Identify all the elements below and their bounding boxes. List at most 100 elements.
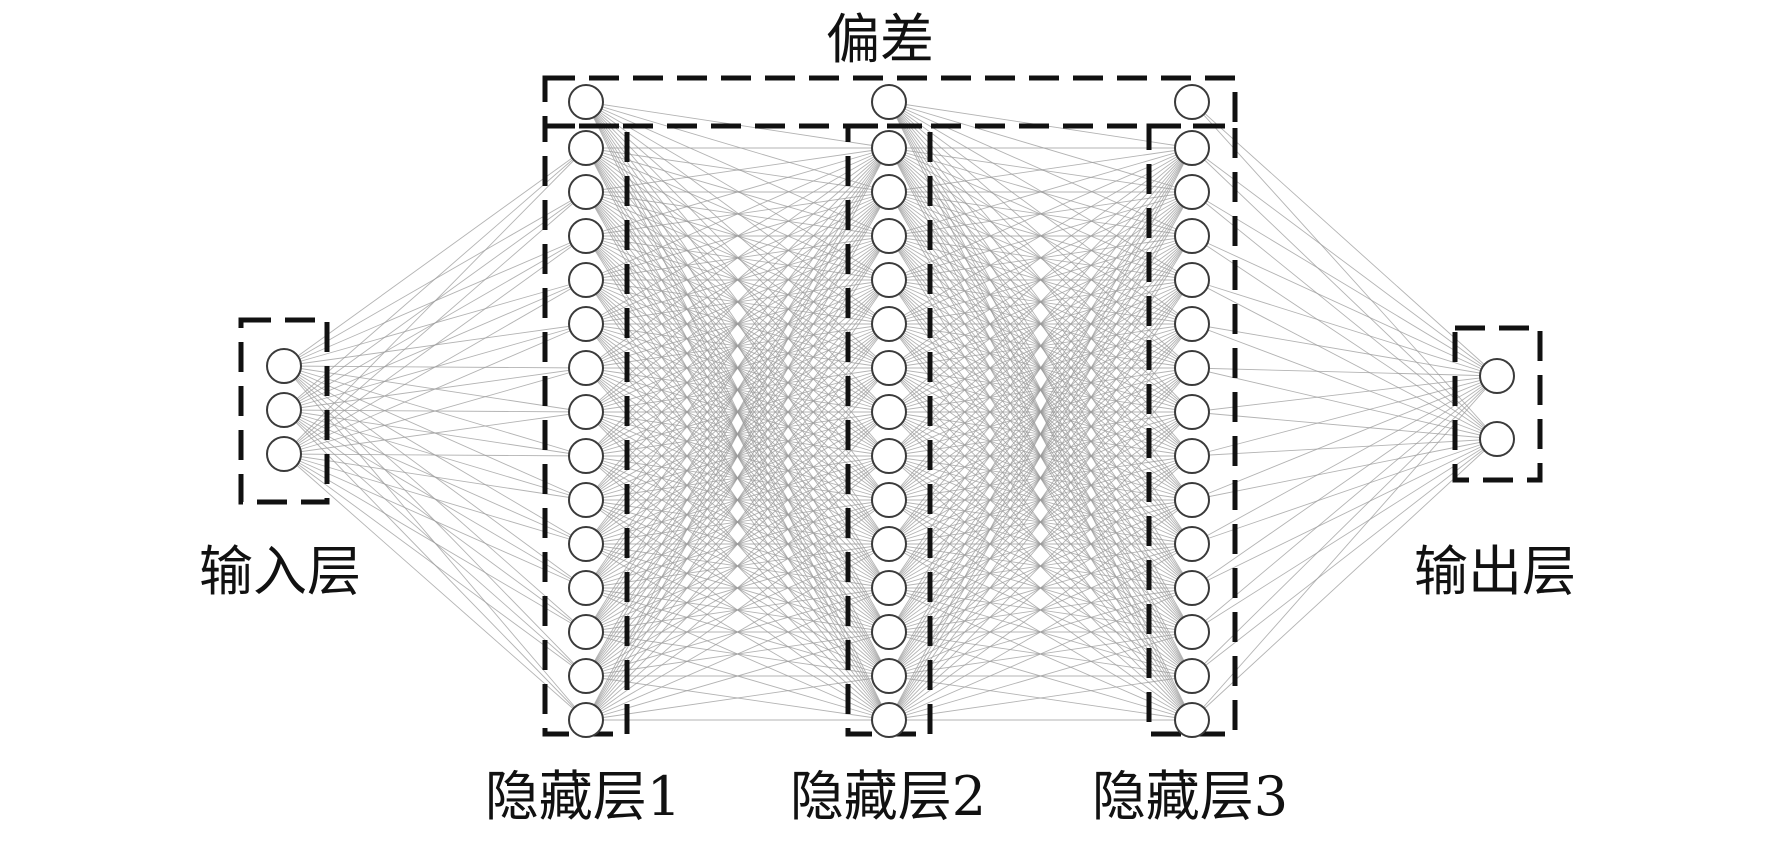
connection-line bbox=[1191, 279, 1498, 377]
connection-line bbox=[585, 147, 890, 677]
connection-line bbox=[585, 147, 890, 413]
connection-line bbox=[888, 147, 1193, 325]
connection-line bbox=[283, 323, 587, 455]
bias-node bbox=[871, 84, 907, 120]
connection-line bbox=[1191, 375, 1498, 413]
connection-line bbox=[1191, 438, 1498, 545]
connection-line bbox=[888, 455, 1193, 721]
hidden-node-layer-3 bbox=[1174, 262, 1210, 298]
connection-line bbox=[283, 453, 587, 501]
connection-line bbox=[283, 453, 587, 589]
hidden-node-layer-2 bbox=[871, 262, 907, 298]
connection-line bbox=[585, 101, 890, 369]
connection-line bbox=[1191, 147, 1498, 377]
connection-line bbox=[283, 235, 587, 455]
bias-label: 偏差 bbox=[826, 8, 934, 71]
input-node bbox=[266, 392, 302, 428]
hidden-node-layer-2 bbox=[871, 526, 907, 562]
connection-line bbox=[283, 453, 587, 545]
connection-line bbox=[585, 499, 890, 721]
connection-line bbox=[1191, 438, 1498, 677]
connection-line bbox=[585, 147, 890, 501]
connection-line bbox=[585, 235, 890, 721]
hidden-node-layer-1 bbox=[568, 130, 604, 166]
connection-line bbox=[888, 147, 1193, 633]
hidden-node-layer-1 bbox=[568, 394, 604, 430]
hidden-node-layer-1 bbox=[568, 350, 604, 386]
connection-line bbox=[888, 543, 1193, 721]
connection-line bbox=[1191, 101, 1498, 377]
connection-line bbox=[1191, 323, 1498, 440]
hidden-node-layer-3 bbox=[1174, 526, 1210, 562]
connection-line bbox=[283, 411, 587, 455]
connection-line bbox=[585, 631, 890, 721]
connection-line bbox=[585, 147, 890, 237]
hidden-node-layer-1 bbox=[568, 438, 604, 474]
connection-line bbox=[585, 147, 890, 281]
connection-line bbox=[1191, 235, 1498, 377]
hidden-layer-3-label: 隐藏层3 bbox=[1092, 765, 1288, 828]
connection-line bbox=[585, 279, 890, 721]
connection-line bbox=[1191, 191, 1498, 377]
connection-line bbox=[585, 367, 890, 721]
connection-line bbox=[283, 367, 587, 455]
connection-line bbox=[888, 631, 1193, 721]
connection-line bbox=[888, 147, 1193, 589]
hidden-node-layer-1 bbox=[568, 306, 604, 342]
connection-line bbox=[1191, 438, 1498, 633]
connection-line bbox=[888, 147, 1193, 281]
connection-line bbox=[283, 147, 587, 367]
connection-line bbox=[1191, 438, 1498, 589]
hidden-node-layer-3 bbox=[1174, 174, 1210, 210]
hidden-node-layer-2 bbox=[871, 614, 907, 650]
connection-line bbox=[1191, 235, 1498, 440]
connection-line bbox=[1191, 375, 1498, 633]
input-layer-label: 输入层 bbox=[199, 540, 361, 603]
connection-line bbox=[888, 367, 1193, 721]
hidden-node-layer-3 bbox=[1174, 658, 1210, 694]
connection-line bbox=[888, 675, 1193, 721]
connection-line bbox=[1191, 101, 1498, 440]
output-node bbox=[1479, 421, 1515, 457]
connection-line bbox=[283, 279, 587, 455]
hidden-node-layer-2 bbox=[871, 394, 907, 430]
bias-node bbox=[1174, 84, 1210, 120]
hidden-node-layer-2 bbox=[871, 438, 907, 474]
connection-line bbox=[888, 191, 1193, 721]
hidden-node-layer-3 bbox=[1174, 614, 1210, 650]
hidden-node-layer-1 bbox=[568, 526, 604, 562]
hidden-node-layer-2 bbox=[871, 218, 907, 254]
hidden-node-layer-3 bbox=[1174, 350, 1210, 386]
input-layer-box bbox=[238, 317, 330, 505]
connection-line bbox=[888, 147, 1193, 501]
connection-line bbox=[1191, 375, 1498, 677]
connection-line bbox=[283, 147, 587, 411]
connection-line bbox=[1191, 279, 1498, 440]
input-node bbox=[266, 436, 302, 472]
hidden-node-layer-1 bbox=[568, 658, 604, 694]
connection-line bbox=[888, 147, 1193, 721]
connection-line bbox=[283, 191, 587, 455]
hidden-layer-2-label: 隐藏层2 bbox=[790, 765, 986, 828]
connection-line bbox=[585, 147, 890, 193]
connection-line bbox=[585, 101, 890, 501]
hidden-node-layer-3 bbox=[1174, 130, 1210, 166]
hidden-node-layer-3 bbox=[1174, 702, 1210, 738]
connection-line bbox=[888, 147, 1193, 193]
connection-line bbox=[888, 147, 1193, 457]
hidden-node-layer-1 bbox=[568, 218, 604, 254]
hidden-node-layer-2 bbox=[871, 482, 907, 518]
bias-box bbox=[542, 75, 1238, 129]
input-node bbox=[266, 348, 302, 384]
connection-line bbox=[585, 675, 890, 721]
connection-line bbox=[585, 101, 890, 281]
hidden-node-layer-2 bbox=[871, 306, 907, 342]
hidden-node-layer-2 bbox=[871, 702, 907, 738]
connection-line bbox=[585, 323, 890, 721]
connection-line bbox=[585, 191, 890, 721]
hidden-node-layer-3 bbox=[1174, 394, 1210, 430]
output-layer-box bbox=[1452, 325, 1543, 483]
hidden-node-layer-2 bbox=[871, 130, 907, 166]
connection-line bbox=[585, 101, 890, 325]
connection-line bbox=[888, 235, 1193, 721]
